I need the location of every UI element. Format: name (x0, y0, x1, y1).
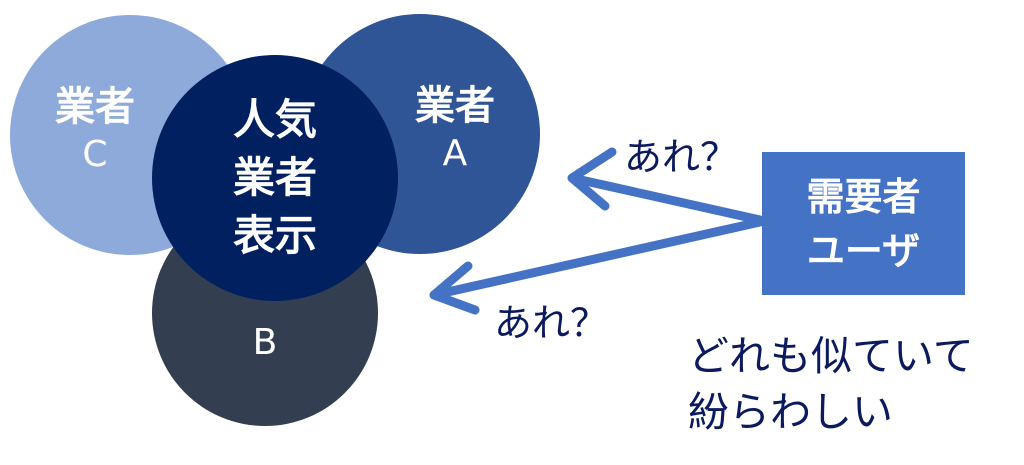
popular-vendor-circle: 人気 業者 表示 (152, 55, 398, 301)
vendor-c-letter: C (82, 134, 108, 175)
callout-upper: あれ？ (624, 135, 739, 179)
arrow-lower (429, 217, 765, 315)
popular-line2: 業者 (232, 153, 317, 202)
user-box-line2: ユーザ (806, 228, 921, 273)
vendor-b-letter: B (252, 322, 278, 363)
callout-lower: あれ？ (494, 301, 609, 345)
confusion-note: どれも似ていて 紛らわしい (688, 328, 974, 440)
arrow-upper (567, 147, 765, 225)
popular-line1: 人気 (232, 95, 317, 144)
user-box-line1: 需要者 (806, 174, 921, 219)
vendor-a-letter: A (442, 133, 468, 174)
user-box: 需要者 ユーザ (762, 152, 965, 295)
note-line1: どれも似ていて (688, 332, 974, 380)
vendor-a-label: 業者 (415, 83, 495, 129)
popular-line3: 表示 (232, 211, 317, 260)
note-line2: 紛らわしい (688, 388, 893, 436)
vendor-c-label: 業者 (55, 84, 135, 130)
